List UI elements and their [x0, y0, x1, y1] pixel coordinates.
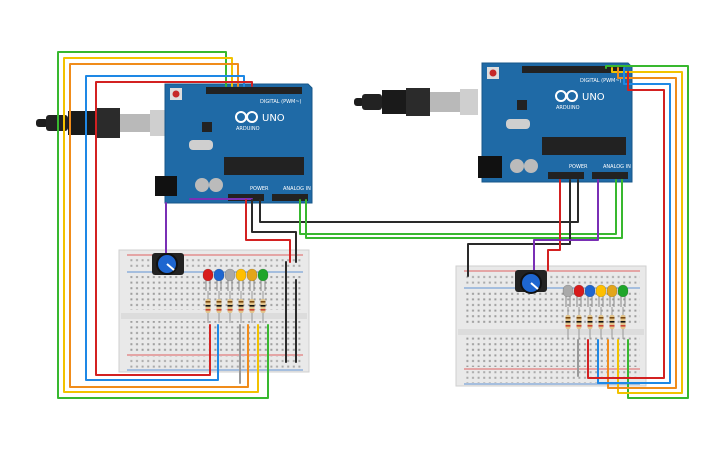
arduino-logo — [235, 111, 258, 123]
wire-red — [547, 179, 561, 271]
wires-link — [259, 179, 623, 239]
arduino-board-right[interactable]: DIGITAL (PWM~) UNO ARDUINO POWER ANALOG … — [478, 62, 633, 183]
potentiometer-right[interactable] — [515, 270, 547, 294]
breadboard-left[interactable] — [118, 249, 310, 373]
led-row-right — [562, 284, 629, 339]
potentiometer-left[interactable] — [152, 253, 184, 275]
resistor[interactable] — [249, 291, 255, 323]
power-label: POWER — [250, 186, 269, 192]
wire-purple — [533, 179, 599, 271]
led[interactable] — [224, 268, 236, 291]
wire-blue — [85, 75, 245, 381]
digital-label: DIGITAL (PWM~) — [260, 99, 302, 105]
wire-green — [299, 179, 617, 235]
led[interactable] — [202, 268, 214, 291]
wire-orange — [607, 67, 677, 389]
atmega-chip — [542, 137, 626, 155]
resistor[interactable] — [227, 291, 233, 323]
arduino-logo — [555, 90, 578, 102]
led[interactable] — [213, 268, 225, 291]
atmega-chip — [224, 157, 304, 175]
wire-red — [95, 81, 253, 376]
resistor[interactable] — [587, 307, 593, 339]
wire-black — [259, 179, 579, 223]
board-model-label: UNO — [262, 113, 285, 124]
analog-label: ANALOG IN — [283, 186, 311, 192]
resistor[interactable] — [565, 307, 571, 339]
led[interactable] — [573, 284, 585, 307]
led-row-left — [202, 268, 269, 323]
resistor[interactable] — [205, 291, 211, 323]
wires-right — [467, 65, 689, 399]
led[interactable] — [595, 284, 607, 307]
usb-cable-left — [36, 108, 166, 138]
resistor[interactable] — [216, 291, 222, 323]
led[interactable] — [246, 268, 258, 291]
wire-blue — [597, 67, 671, 384]
led[interactable] — [562, 284, 574, 307]
power-jack — [478, 156, 502, 178]
resistor[interactable] — [260, 291, 266, 323]
wire-green — [305, 179, 623, 239]
resistor[interactable] — [609, 307, 615, 339]
resistor[interactable] — [620, 307, 626, 339]
wire-red — [245, 199, 291, 263]
usb-cable-right — [354, 88, 478, 116]
arduino-board-left[interactable]: DIGITAL (PWM~) UNO ARDUINO POWER ANALOG … — [155, 83, 313, 204]
led[interactable] — [606, 284, 618, 307]
wire-red — [587, 71, 665, 379]
wire-orange — [69, 63, 249, 388]
power-label: POWER — [569, 164, 588, 170]
wires-left — [57, 51, 297, 399]
wire-black — [467, 179, 571, 277]
led[interactable] — [584, 284, 596, 307]
digital-header — [206, 87, 302, 94]
power-jack — [155, 176, 177, 196]
led[interactable] — [235, 268, 247, 291]
brand-label: ARDUINO — [556, 105, 580, 111]
digital-label: DIGITAL (PWM~) — [580, 78, 622, 84]
resistor[interactable] — [238, 291, 244, 323]
board-model-label: UNO — [582, 92, 605, 103]
analog-label: ANALOG IN — [603, 164, 631, 170]
wire-black — [251, 199, 297, 263]
digital-header — [522, 66, 624, 73]
resistor[interactable] — [576, 307, 582, 339]
led[interactable] — [257, 268, 269, 291]
wire-yellow — [611, 67, 683, 394]
brand-label: ARDUINO — [236, 126, 260, 132]
wire-yellow — [63, 57, 259, 393]
resistor[interactable] — [598, 307, 604, 339]
led[interactable] — [617, 284, 629, 307]
